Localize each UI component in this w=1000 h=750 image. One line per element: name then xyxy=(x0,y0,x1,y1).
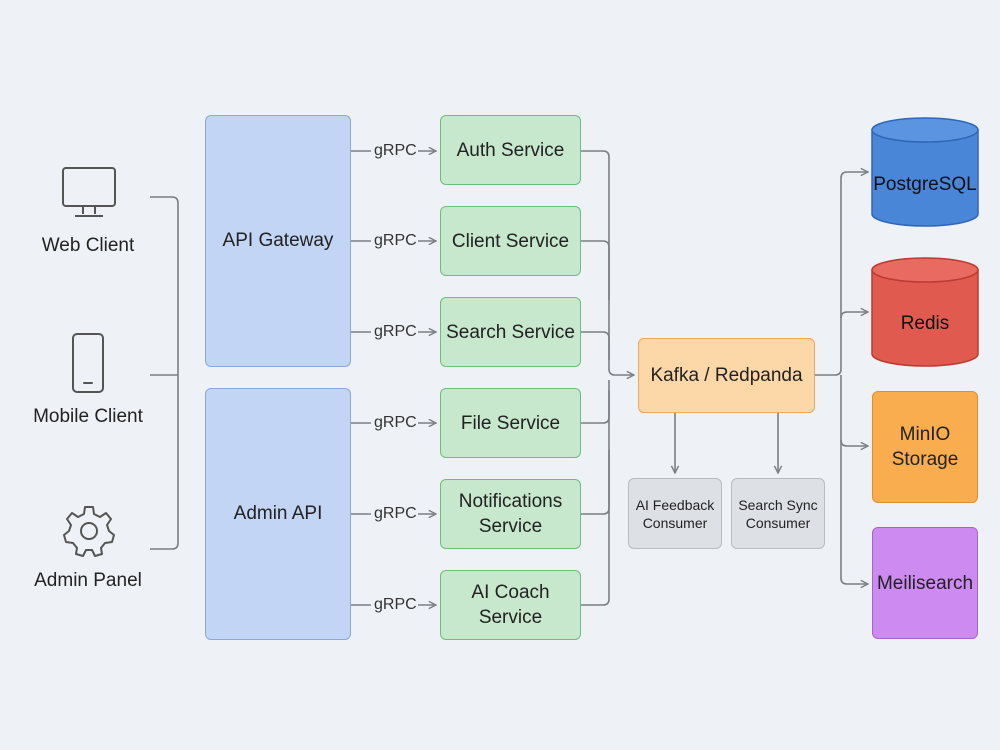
minio-storage-box: MinIO Storage xyxy=(872,391,978,503)
api-gateway-box: API Gateway xyxy=(205,115,351,367)
grpc-label: gRPC xyxy=(374,505,417,522)
service-label: Search Service xyxy=(446,321,575,343)
auth-service-box: Auth Service xyxy=(440,115,581,185)
broker-to-store-line xyxy=(840,312,868,319)
service-label: AI Coach Service xyxy=(471,582,550,628)
broker-to-store-line xyxy=(840,375,868,446)
consumer-label: AI Feedback Consumer xyxy=(635,496,715,531)
postgres-cylinder xyxy=(871,117,979,227)
meilisearch-box: Meilisearch xyxy=(872,527,978,639)
file-service-box: File Service xyxy=(440,388,581,458)
gear-icon xyxy=(63,506,115,557)
ai-feedback-consumer-box: AI Feedback Consumer xyxy=(628,478,722,549)
admin-api-box: Admin API xyxy=(205,388,351,640)
client-label-mobile: Mobile Client xyxy=(33,406,143,427)
broker-label: Kafka / Redpanda xyxy=(650,364,803,386)
service-to-broker-line xyxy=(581,150,634,375)
search-sync-consumer-box: Search Sync Consumer xyxy=(731,478,825,549)
api-gateway-label: API Gateway xyxy=(222,230,334,251)
grpc-label: gRPC xyxy=(374,232,417,249)
consumer-label: Search Sync Consumer xyxy=(738,496,818,531)
broker-to-store-line xyxy=(840,440,868,584)
client-label-web: Web Client xyxy=(41,235,135,256)
service-label: Client Service xyxy=(451,230,570,252)
service-label: Auth Service xyxy=(456,139,565,161)
notifications-service-box: Notifications Service xyxy=(440,479,581,549)
meilisearch-label: Meilisearch xyxy=(876,572,974,594)
minio-label: MinIO Storage xyxy=(891,424,959,470)
client-bracket-line xyxy=(150,196,179,550)
broker-to-store-line xyxy=(815,172,868,376)
service-label: File Service xyxy=(460,412,561,434)
smartphone-icon xyxy=(72,333,104,393)
client-label-admin: Admin Panel xyxy=(34,570,142,591)
monitor-icon xyxy=(62,167,116,217)
ai-coach-service-box: AI Coach Service xyxy=(440,570,581,640)
grpc-label: gRPC xyxy=(374,142,417,159)
grpc-label: gRPC xyxy=(374,596,417,613)
client-service-box: Client Service xyxy=(440,206,581,276)
postgres-label: PostgreSQL xyxy=(873,174,977,195)
redis-label: Redis xyxy=(900,313,950,334)
kafka-redpanda-box: Kafka / Redpanda xyxy=(638,338,815,413)
admin-api-label: Admin API xyxy=(233,503,323,524)
service-label: Notifications Service xyxy=(458,491,563,537)
grpc-label: gRPC xyxy=(374,323,417,340)
grpc-label: gRPC xyxy=(374,414,417,431)
search-service-box: Search Service xyxy=(440,297,581,367)
redis-cylinder xyxy=(871,257,979,367)
